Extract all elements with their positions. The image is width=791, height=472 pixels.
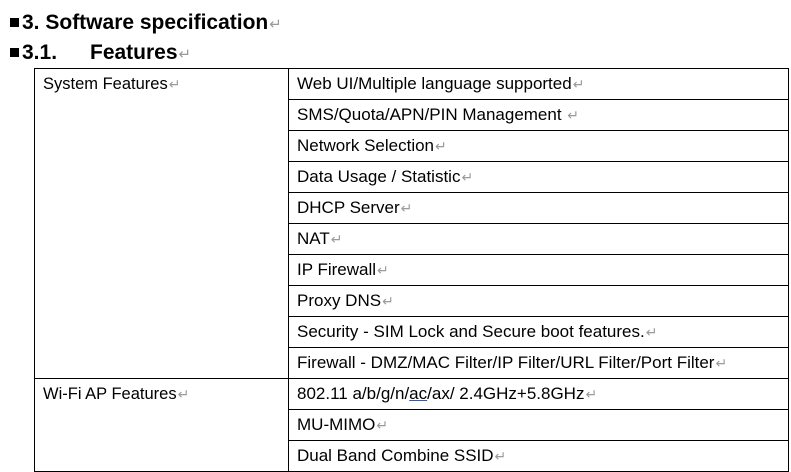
paragraph-mark-icon: ↵: [376, 417, 389, 433]
paragraph-mark-icon: ↵: [585, 386, 598, 402]
features-table-body: System Features↵Web UI/Multiple language…: [34, 68, 789, 472]
feature-cell: Proxy DNS↵: [288, 285, 789, 317]
feature-cell: IP Firewall↵: [288, 254, 789, 286]
table-row: Network Selection↵: [35, 130, 789, 162]
feature-label: Web UI/Multiple language supported: [297, 74, 572, 93]
feature-label: SMS/Quota/APN/PIN Management: [297, 105, 567, 124]
paragraph-mark-icon: ↵: [269, 16, 282, 33]
paragraph-mark-icon: ↵: [645, 324, 658, 340]
section-number: 3.: [22, 11, 40, 34]
paragraph-mark-icon: ↵: [572, 76, 585, 92]
section-heading-features: 3.1. Features↵: [10, 40, 191, 68]
feature-label: Data Usage / Statistic: [297, 167, 461, 186]
paragraph-mark-icon: ↵: [382, 293, 394, 309]
paragraph-mark-icon: ↵: [168, 76, 181, 92]
table-row: DHCP Server↵: [35, 192, 789, 224]
category-cell: Wi-Fi AP Features↵: [34, 378, 289, 472]
category-label: Wi-Fi AP Features: [43, 385, 177, 403]
feature-label: IP Firewall: [297, 260, 377, 279]
paragraph-mark-icon: ↵: [715, 355, 728, 371]
paragraph-mark-icon: ↵: [330, 231, 343, 247]
paragraph-mark-icon: ↵: [377, 262, 389, 278]
heading-bullet-icon: [10, 48, 19, 57]
category-cell: System Features↵: [34, 68, 289, 379]
feature-cell: DHCP Server↵: [288, 192, 789, 224]
section-title: Features: [90, 41, 178, 64]
paragraph-mark-icon: ↵: [435, 138, 447, 154]
table-row: SMS/Quota/APN/PIN Management ↵: [35, 99, 789, 131]
feature-label: Network Selection: [297, 136, 435, 155]
table-row: Wi-Fi AP Features↵802.11 a/b/g/n/ac/ax/ …: [34, 378, 789, 472]
feature-label: Proxy DNS: [297, 291, 382, 310]
table-row: System Features↵Web UI/Multiple language…: [34, 68, 789, 379]
section-heading-software-specification: 3. Software specification↵: [10, 10, 282, 38]
table-row: Firewall - DMZ/MAC Filter/IP Filter/URL …: [35, 347, 789, 379]
feature-cell: Security - SIM Lock and Secure boot feat…: [288, 316, 789, 348]
paragraph-mark-icon: ↵: [177, 386, 190, 402]
feature-label: 802.11 a/b/g/n/ac/ax/ 2.4GHz+5.8GHz: [297, 384, 585, 403]
feature-cell: MU-MIMO↵: [288, 409, 789, 441]
features-table: System Features↵Web UI/Multiple language…: [34, 68, 789, 472]
table-row: Security - SIM Lock and Secure boot feat…: [35, 316, 789, 348]
category-label: System Features: [43, 75, 168, 93]
feature-cell: Data Usage / Statistic↵: [288, 161, 789, 193]
heading-bullet-icon: [10, 18, 19, 27]
paragraph-mark-icon: ↵: [400, 200, 413, 216]
section-title: Software specification: [45, 11, 269, 34]
table-row: MU-MIMO↵: [35, 409, 789, 441]
feature-label: NAT: [297, 229, 330, 248]
feature-label: DHCP Server: [297, 198, 400, 217]
feature-label: Firewall - DMZ/MAC Filter/IP Filter/URL …: [297, 353, 715, 372]
feature-label: Security - SIM Lock and Secure boot feat…: [297, 322, 645, 341]
feature-cell: Firewall - DMZ/MAC Filter/IP Filter/URL …: [288, 347, 789, 379]
feature-label: Dual Band Combine SSID: [297, 446, 494, 465]
feature-cell: Web UI/Multiple language supported↵: [288, 68, 789, 100]
paragraph-mark-icon: ↵: [461, 169, 474, 185]
feature-cell: 802.11 a/b/g/n/ac/ax/ 2.4GHz+5.8GHz↵: [288, 378, 789, 410]
feature-cell: SMS/Quota/APN/PIN Management ↵: [288, 99, 789, 131]
paragraph-mark-icon: ↵: [567, 107, 580, 123]
section-number: 3.1.: [22, 41, 58, 64]
feature-label: MU-MIMO: [297, 415, 376, 434]
paragraph-mark-icon: ↵: [494, 448, 507, 464]
feature-cell: Network Selection↵: [288, 130, 789, 162]
feature-cell: Dual Band Combine SSID↵: [288, 440, 789, 472]
feature-cell: NAT↵: [288, 223, 789, 255]
paragraph-mark-icon: ↵: [178, 46, 192, 63]
